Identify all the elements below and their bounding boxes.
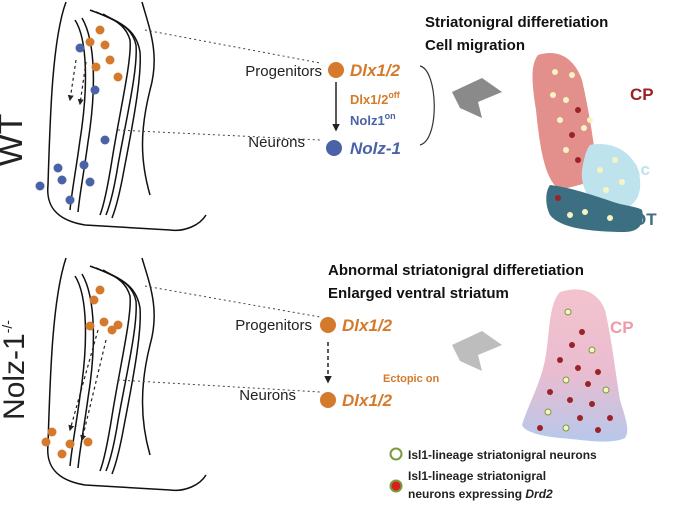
wt-progenitor-cells [35,25,123,205]
wt-striatum-cells [550,69,625,221]
wt-panel: WT [0,1,657,232]
wt-region-ot-shape [546,185,643,232]
legend: Isl1-lineage striatonigral neurons Isl1-… [389,447,597,501]
legend-item-2-line-2: neurons expressing Drd2 [408,487,553,501]
mutant-progenitor-dot [320,317,336,333]
mutant-genotype-label: Nolz-1-/- [0,320,31,420]
wt-switch-bracket [419,65,435,146]
mutant-neuron-dot [320,392,336,408]
wt-region-ot-label: OT [633,210,657,229]
mutant-inner-contour [141,257,155,456]
wt-migration-arrows [67,59,87,106]
wt-region-cp-label: CP [630,85,654,104]
wt-progenitors-label: Progenitors [245,63,322,80]
wt-neurons-gene: Nolz-1 [350,139,401,158]
wt-progenitors-gene: Dlx1/2 [350,61,401,80]
mutant-brain-section [47,257,207,492]
mutant-striatum-map: CP [522,289,634,442]
wt-neuron-dot [326,140,342,156]
mutant-radial-1 [69,275,87,467]
mutant-guide-line-bottom [117,379,321,393]
mutant-region-cp-label: CP [610,318,634,337]
wt-switch-off: Dlx1/2off [350,90,401,107]
wt-fiber-3 [102,13,142,219]
mutant-outcome-2: Enlarged ventral striatum [328,285,509,302]
mutant-neurons-gene: Dlx1/2 [342,391,393,410]
wt-outcome-2: Cell migration [425,37,525,54]
wt-switch-on: Nolz1on [350,111,396,128]
wt-region-nac-shape [581,144,641,211]
mutant-fiber-3 [102,269,142,475]
wt-striatum-map: CP NAc OT [532,52,657,232]
mutant-striatum-cells [537,308,613,433]
mutant-panel: Nolz-1-/- Progenitors Dlx1/2 [0,257,634,501]
wt-genotype-label: WT [0,114,30,167]
legend-item-2-line-1: Isl1-lineage striatonigral [408,469,546,483]
wt-neurons-label: Neurons [248,134,305,151]
wt-region-nac-label: NAc [616,160,650,179]
mutant-cells [41,285,123,459]
wt-outer-contour [47,1,207,232]
mutant-neurons-label: Neurons [239,387,296,404]
wt-fiber-1 [89,9,131,216]
wt-guide-line-top [144,29,321,64]
mutant-migration-arrows [68,329,107,442]
mutant-guide-line-top [144,285,321,318]
mutant-outer-contour [47,257,207,492]
mutant-progenitors-label: Progenitors [235,317,312,334]
legend-marker-isl1 [389,447,403,461]
wt-progenitor-dot [328,62,344,78]
mutant-ectopic-note: Ectopic on [383,373,440,385]
legend-item-1: Isl1-lineage striatonigral neurons [408,448,597,462]
wt-outcome-1: Striatonigral differetiation [425,14,608,31]
wt-radial-1 [69,19,87,211]
mutant-progenitors-gene: Dlx1/2 [342,316,393,335]
mutant-enlarged-striatum-shape [522,289,628,442]
wt-inner-contour [141,1,155,196]
mutant-outcome-1: Abnormal striatonigral differetiation [328,262,584,279]
legend-marker-drd2 [389,479,403,493]
wt-region-cp-shape [532,52,598,190]
mutant-result-arrow [452,331,502,371]
wt-result-arrow [452,78,502,118]
wt-guide-line-bottom [117,129,321,141]
